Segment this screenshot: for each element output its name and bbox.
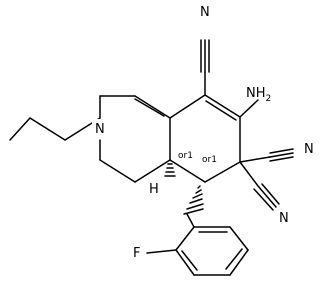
left-ring-bonds <box>99 95 171 183</box>
stereo-c8-label: or1 <box>202 155 217 165</box>
hash-bond-c8a-h <box>164 163 176 177</box>
fluorine-bond <box>146 249 177 254</box>
hash-bond-c8-aryl <box>183 185 204 215</box>
amine-subscript-text: 2 <box>266 94 272 104</box>
fluorine-label: F <box>133 246 140 261</box>
stereo-c8a-label: or1 <box>178 151 193 161</box>
amine-label: NH2 <box>246 86 271 104</box>
nitrile-n-right-label: N <box>304 142 314 157</box>
nitrile-n-top-label: N <box>200 5 210 20</box>
nitrile-n-lower-label: N <box>279 211 289 226</box>
amine-nh-text: NH <box>246 86 266 101</box>
propyl-chain <box>9 117 101 141</box>
ring-nitrogen-label: N <box>95 122 105 137</box>
nitrile-lower <box>239 161 280 211</box>
bridgehead-h-label: H <box>149 182 159 197</box>
nitrile-right <box>239 148 294 163</box>
right-ring-bonds <box>169 94 241 183</box>
nitrile-top <box>200 39 210 96</box>
amine-bond <box>239 99 259 118</box>
ring-nitrogen-mask <box>92 119 107 136</box>
fluorophenyl-ring <box>175 213 249 276</box>
